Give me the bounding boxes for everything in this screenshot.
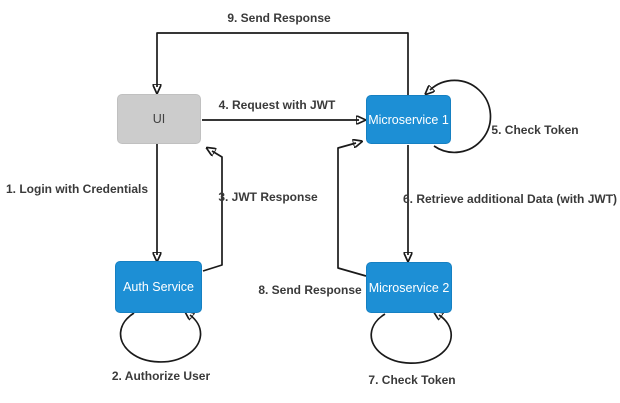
label-step-3: 3. JWT Response <box>218 190 318 204</box>
node-ui-label: UI <box>152 112 166 126</box>
node-auth-service-label: Auth Service <box>123 280 194 294</box>
arrow-authorize-user-loop <box>119 313 202 363</box>
label-step-1: 1. Login with Credentials <box>5 182 149 196</box>
node-microservice-2: Microservice 2 <box>366 262 452 313</box>
node-ui: UI <box>117 94 201 144</box>
label-step-4: 4. Request with JWT <box>218 98 336 112</box>
arrow-jwt-response <box>202 151 223 272</box>
label-step-7: 7. Check Token <box>368 373 456 387</box>
arrow-check-token-loop-ms2 <box>370 314 453 364</box>
arrow-send-response-ms1-ui <box>157 32 409 95</box>
node-microservice-2-label: Microservice 2 <box>368 280 450 295</box>
label-step-5: 5. Check Token <box>491 123 579 137</box>
node-auth-service: Auth Service <box>115 261 202 313</box>
arrow-check-token-loop-ms1 <box>430 79 492 154</box>
arrow-send-response-ms2-ms1 <box>337 143 367 277</box>
label-step-6: 6. Retrieve additional Data (with JWT) <box>402 192 618 206</box>
node-microservice-1-label: Microservice 1 <box>368 112 449 127</box>
label-step-9: 9. Send Response <box>227 11 331 25</box>
label-step-2: 2. Authorize User <box>111 369 211 383</box>
label-step-8: 8. Send Response <box>258 283 362 297</box>
node-microservice-1: Microservice 1 <box>366 95 451 144</box>
